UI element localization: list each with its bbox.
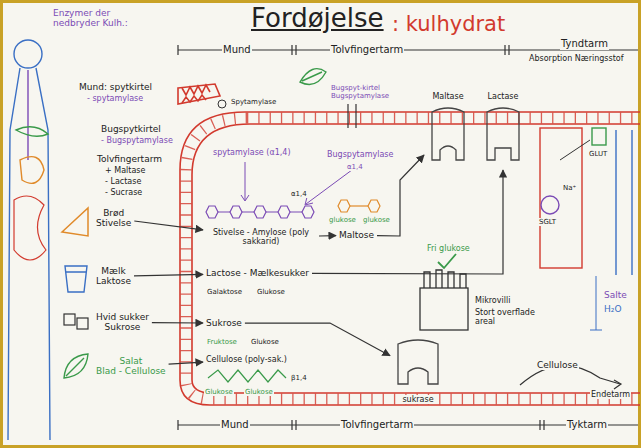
label-text: Absorption Næringsstof: [528, 54, 625, 63]
food-or-molecule-group: Stivelse - Amylose (poly sakkarid): [205, 228, 317, 246]
label-text: Bugspyt-kirtel Bugspytamylase: [330, 84, 396, 100]
diagram-title: Fordøjelse: [250, 4, 385, 34]
label-text: Mund: spytkirtel: [78, 82, 153, 92]
node-text: Cellulose (poly-sak.): [205, 355, 288, 364]
connector-arrow: [134, 274, 203, 276]
food-or-molecule-group: Maltose: [338, 230, 375, 240]
food-or-molecule-group: sukrase: [392, 338, 444, 404]
label-text: Salte: [603, 290, 628, 300]
label-text: Endetarm: [590, 390, 631, 399]
label-text: Na⁺: [562, 184, 577, 192]
label-text: Enzymer der nedbryder Kulh.:: [52, 8, 138, 29]
label-text: α1,4: [346, 163, 364, 171]
label-text: Spytamylase: [230, 98, 277, 106]
label-text: Glukose: [204, 388, 234, 396]
label-text: Tolvfingertarm: [96, 154, 163, 164]
label-text: glukose: [328, 216, 357, 224]
label-text: Tyktarm: [566, 419, 608, 431]
label-text: Glukose: [256, 288, 286, 296]
node-text: Sukrose: [104, 322, 142, 332]
label-text: Tolvfingertarm: [330, 44, 404, 56]
node-text: Salat: [118, 356, 143, 366]
label-text: spytamylase (α1,4): [212, 148, 292, 157]
node-text: Mælk: [100, 266, 126, 276]
food-or-molecule-group: MælkLaktose: [95, 266, 132, 287]
connector-arrow: [169, 362, 203, 364]
label-text: α1,4: [290, 190, 308, 198]
node-text: Maltose: [338, 230, 375, 240]
connector-arrow: [134, 221, 203, 230]
food-or-molecule-group: Lactose - Mælkesukker: [205, 268, 310, 278]
connector-arrow: [152, 322, 203, 324]
node-text: Lactose - Mælkesukker: [205, 268, 310, 278]
label-text: glukose: [362, 216, 391, 224]
label-text: Fruktose: [206, 338, 238, 346]
label-text: β1,4: [290, 374, 308, 382]
label-text: : kulhydrat: [391, 12, 506, 36]
node-text: Sukrose: [205, 318, 243, 328]
label-text: H₂O: [603, 304, 622, 314]
connector-arrow: [319, 235, 336, 237]
food-or-molecule-group: Lactase: [481, 92, 525, 168]
label-text: Glukose: [250, 338, 280, 346]
food-or-molecule-group: Cellulose (poly-sak.): [205, 355, 288, 364]
label-text: Stort overflade areal: [474, 308, 538, 326]
node-text: Lactase: [487, 92, 520, 101]
label-text: - Bugspytamylase: [100, 136, 174, 145]
label-text: Fri glukose: [426, 244, 471, 253]
label-text: Galaktose: [206, 288, 243, 296]
food-or-molecule-group: Hvid sukkerSukrose: [95, 312, 150, 333]
label-text: Mund: [220, 419, 250, 431]
label-text: Bugspytamylase: [326, 150, 394, 159]
label-text: GLUT: [588, 150, 608, 158]
connector-arrow: [245, 323, 390, 356]
label-text: - spytamylase: [86, 94, 144, 103]
node-text: Laktose: [95, 276, 132, 286]
node-text: Brød: [102, 208, 125, 218]
node-text: Blad - Cellulose: [95, 366, 167, 376]
node-text: Maltase: [431, 92, 464, 101]
label-text: + Maltase: [104, 166, 146, 175]
node-text: Stivelse: [95, 218, 132, 228]
label-text: - Lactase: [104, 177, 142, 186]
label-text: SGLT: [538, 218, 557, 226]
label-text: Bugspytkirtel: [100, 124, 162, 134]
food-or-molecule-group: BrødStivelse: [95, 208, 132, 229]
food-or-molecule-group: Sukrose: [205, 318, 243, 328]
food-or-molecule-group: SalatBlad - Cellulose: [95, 356, 167, 377]
node-text: Hvid sukker: [95, 312, 150, 322]
node-text: sukrase: [401, 395, 434, 404]
label-text: Glukose: [244, 388, 274, 396]
node-text: Stivelse - Amylose (poly sakkarid): [205, 228, 317, 246]
label-text: Mikrovilli: [474, 296, 511, 305]
label-text: Tolvfingertarm: [340, 419, 414, 431]
label-text: Mund: [222, 44, 252, 56]
label-text: Cellulose: [536, 360, 579, 370]
label-text: - Sucrase: [104, 188, 143, 197]
food-or-molecule-group: Maltase: [426, 92, 470, 168]
label-text: Tyndtarm: [560, 38, 609, 50]
connector-arrow: [312, 170, 503, 274]
